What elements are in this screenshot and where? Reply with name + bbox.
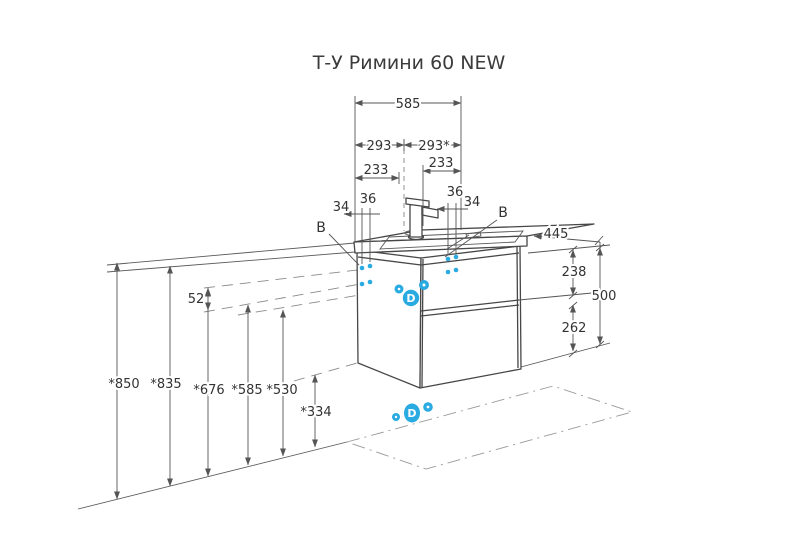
dim-height-676: *676 — [193, 383, 224, 398]
dim-hole-span-left: 36 — [360, 192, 377, 207]
mounting-markers: D D — [359, 254, 459, 423]
cabinet-left-panel — [356, 249, 422, 389]
floor-projection-outline — [345, 385, 634, 470]
faucet-body — [409, 202, 423, 238]
dim-bottom-section: 262 — [562, 321, 587, 336]
dim-height-585: *585 — [231, 383, 262, 398]
dim-height-334: *334 — [300, 405, 331, 420]
page-title: Т-У Римини 60 NEW — [312, 52, 506, 74]
drain-marker-floor: D — [392, 402, 433, 423]
sink-overflow — [465, 231, 482, 239]
dim-overall-height: 500 — [592, 289, 617, 304]
dim-offset-left: 233 — [364, 163, 389, 178]
drain-letter-floor: D — [407, 407, 416, 420]
dim-hole-span-right: 36 — [447, 185, 464, 200]
floor-lines — [77, 385, 634, 510]
top-dimensions: 585 293 293* 233 233 36 34 36 34 В В — [314, 95, 510, 266]
dim-top-section: 238 — [562, 265, 587, 280]
label-fastener-left: В — [316, 220, 326, 236]
dim-height-835: *835 — [150, 377, 181, 392]
wall-reference-lines — [106, 242, 367, 382]
dim-offset-right: 233 — [429, 156, 454, 171]
dim-hole-edge-right: 34 — [464, 195, 481, 210]
drain-marker-cabinet: D — [394, 280, 429, 307]
sink-basin-outline — [379, 230, 524, 250]
vanity-cabinet — [356, 245, 522, 389]
label-fastener-right: В — [498, 205, 508, 221]
dim-height-530: *530 — [266, 383, 297, 398]
drain-letter: D — [406, 292, 415, 305]
dim-depth: 445 — [544, 227, 569, 242]
drawer-divider — [420, 299, 520, 312]
fastener-holes-right — [445, 254, 459, 275]
dim-height-850: *850 — [108, 377, 139, 392]
dim-hole-edge-left: 34 — [333, 200, 350, 215]
height-dimension-lines: 52 *850 *835 *676 *585 *530 *334 — [106, 262, 334, 500]
dim-overall-width: 585 — [396, 97, 421, 112]
dim-hole-row-gap: 52 — [188, 292, 205, 307]
right-dimensions: 445 238 262 500 — [518, 225, 618, 368]
dim-center-left: 293 — [367, 139, 392, 154]
fastener-holes-left — [359, 263, 373, 287]
faucet-spout — [421, 206, 439, 219]
dim-center-right: 293* — [418, 139, 450, 154]
cabinet-front-face — [419, 245, 522, 389]
